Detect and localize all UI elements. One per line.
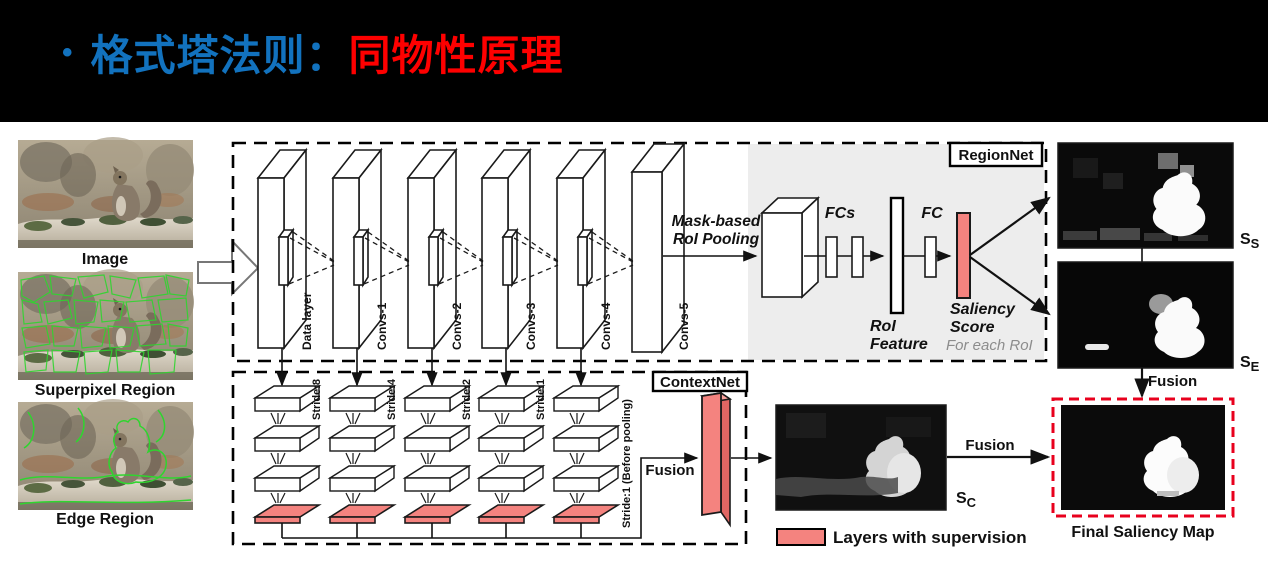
arrow-score-to-ss xyxy=(969,196,1051,256)
roi-feature-label-line1: RoI xyxy=(870,318,896,335)
contextnet-fusion-layer xyxy=(699,391,733,528)
stride-label: Stride:8 xyxy=(311,379,323,420)
superpixel-mesh-overlay xyxy=(20,274,190,375)
saliency-map-sc xyxy=(775,404,947,511)
sc-label: SC xyxy=(956,490,977,510)
conv-slab-convs4: Convs-4 xyxy=(555,147,613,351)
conv-slab-convs1: Convs-1 xyxy=(331,147,389,351)
fusion-se-label: Fusion xyxy=(1148,373,1197,390)
final-map-red-dashed-frame xyxy=(1051,397,1235,518)
edge-region-caption: Edge Region xyxy=(56,511,154,528)
stride-column xyxy=(327,384,397,524)
score-label-line2: Score xyxy=(950,319,995,336)
fc-layer-1 xyxy=(825,236,838,278)
input-image-caption: Image xyxy=(82,251,128,268)
roi-feature-label-line2: Feature xyxy=(870,336,928,353)
slide-title-bar: • 格式塔法则： 同物性原理 xyxy=(0,0,1268,122)
conv-label: Convs-3 xyxy=(524,302,538,350)
conv-slab-convs2: Convs-2 xyxy=(406,147,464,351)
pooled-feature-box xyxy=(759,196,821,299)
stride-column xyxy=(252,384,322,524)
se-label: SE xyxy=(1240,354,1260,374)
contextnet-columns: Stride:8 Stride:4 Stride:2 xyxy=(252,378,633,528)
legend: Layers with supervision xyxy=(776,528,1027,547)
architecture-diagram: Image Superpixel Region Edge Region Data… xyxy=(18,137,1260,547)
stride-column xyxy=(551,384,621,524)
score-label-line1: Saliency xyxy=(950,301,1016,318)
fc-label: FC xyxy=(921,205,943,222)
legend-pink-swatch xyxy=(776,528,826,546)
contextnet-fusion-label: Fusion xyxy=(645,462,694,479)
input-arrow-icon xyxy=(197,238,260,297)
saliency-map-se xyxy=(1057,261,1234,369)
superpixel-region-photo xyxy=(18,269,194,380)
roi-feature-layer xyxy=(889,196,905,315)
fc-layer-3 xyxy=(924,236,937,278)
conv-label: Data layer xyxy=(300,292,314,350)
stride-label: Stride:2 xyxy=(461,379,473,420)
contextnet-tag: ContextNet xyxy=(651,370,749,393)
conv-label: Convs-2 xyxy=(450,302,464,350)
contextnet-fusion-wiring xyxy=(281,452,699,539)
stride-label: Stride:4 xyxy=(386,378,398,420)
arrows-backbone-to-contextnet xyxy=(276,348,587,387)
final-saliency-map xyxy=(1061,405,1225,510)
regionnet-tag-label: RegionNet xyxy=(959,147,1034,164)
conv-label: Convs-5 xyxy=(677,302,691,350)
final-map-caption: Final Saliency Map xyxy=(1071,524,1214,541)
fc-layer-2 xyxy=(851,236,864,278)
title-text-blue: 格式塔法则： xyxy=(90,32,349,79)
fcs-label: FCs xyxy=(825,205,855,222)
saliency-score-layer xyxy=(956,212,971,299)
pooling-label-line2: RoI Pooling xyxy=(673,231,760,248)
conv-label: Convs-4 xyxy=(599,302,613,350)
input-image-photo xyxy=(18,137,194,248)
stride-label: Stride:1 xyxy=(535,379,547,420)
edge-region-photo xyxy=(18,399,194,510)
conv-label: Convs-1 xyxy=(375,302,389,350)
ss-label: SS xyxy=(1240,231,1260,251)
slide-title: • 格式塔法则： 同物性原理 xyxy=(62,22,564,83)
stride-column xyxy=(476,384,546,524)
superpixel-region-caption: Superpixel Region xyxy=(35,382,175,399)
fusion-sc-label: Fusion xyxy=(965,437,1014,454)
pooling-label-line1: Mask-based xyxy=(672,213,761,230)
contextnet-tag-label: ContextNet xyxy=(660,374,740,391)
backbone-dashed-frame xyxy=(231,141,1048,363)
title-text-red: 同物性原理 xyxy=(348,32,564,79)
conv-kernel-icons xyxy=(277,227,634,288)
score-note: For each RoI xyxy=(946,337,1033,354)
stride-label: Stride:1 (Before pooling) xyxy=(621,399,633,528)
stride-column xyxy=(402,384,472,524)
legend-label: Layers with supervision xyxy=(833,528,1027,547)
conv-slab-convs5: Convs-5 xyxy=(630,141,691,355)
saliency-map-ss xyxy=(1057,142,1234,249)
edge-contours-overlay xyxy=(19,407,192,505)
arrow-score-to-se xyxy=(969,256,1051,316)
regionnet-tag: RegionNet xyxy=(948,141,1044,168)
title-bullet-icon: • xyxy=(62,35,73,69)
